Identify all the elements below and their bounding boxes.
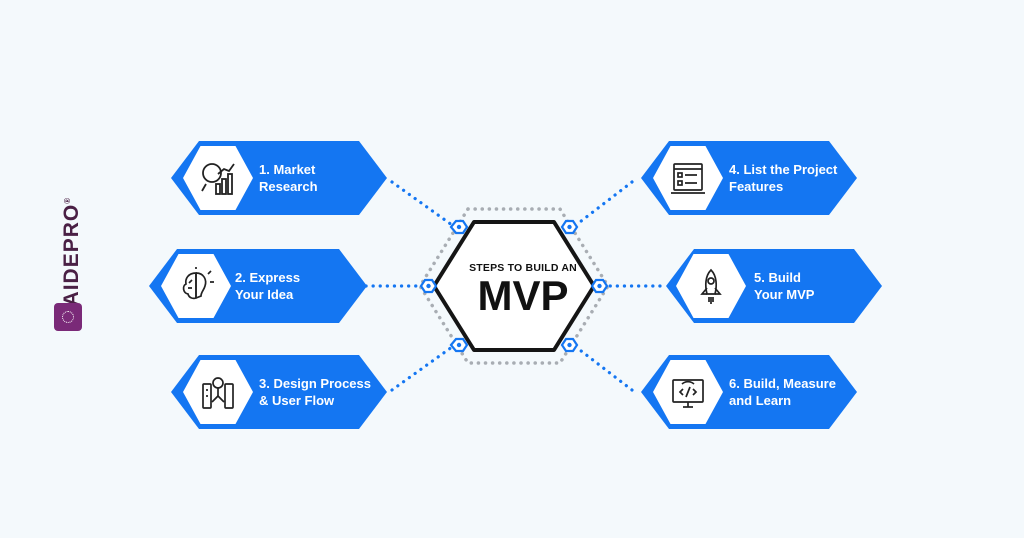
step-4-card: 4. List the Project Features (641, 141, 857, 215)
monitor-code-icon (668, 372, 708, 412)
brand: FAIDEPRO® (52, 185, 84, 335)
step-3-card: 3. Design Process & User Flow (171, 355, 387, 429)
step-3-label: 3. Design Process & User Flow (259, 376, 371, 408)
center-title-main: MVP (477, 272, 569, 319)
step-5-icon-badge (676, 254, 746, 318)
step-6-icon-badge (653, 360, 723, 424)
connector-6 (574, 345, 634, 392)
step-5-label: 5. Build Your MVP (754, 270, 815, 302)
feature-list-icon (668, 158, 708, 198)
step-1-card: 1. Market Research (171, 141, 387, 215)
step-5-card: 5. Build Your MVP (666, 249, 882, 323)
step-1-icon-badge (183, 146, 253, 210)
connector-3 (390, 345, 454, 392)
rocket-icon (691, 266, 731, 306)
step-3-icon-badge (183, 360, 253, 424)
step-2-label: 2. Express Your Idea (235, 270, 301, 302)
step-2-card: 2. Express Your Idea (149, 249, 367, 323)
design-process-icon (198, 372, 238, 412)
connector-1 (390, 180, 454, 227)
step-6-label: 6. Build, Measure and Learn (729, 376, 836, 408)
registered-mark: ® (63, 196, 72, 204)
step-6-card: 6. Build, Measure and Learn (641, 355, 857, 429)
step-1-label: 1. Market Research (259, 162, 318, 194)
connector-4 (574, 180, 634, 227)
idea-brain-icon (176, 266, 216, 306)
step-4-icon-badge (653, 146, 723, 210)
step-4-label: 4. List the Project Features (729, 162, 838, 194)
brand-logo-icon (54, 303, 82, 331)
step-2-icon-badge (161, 254, 231, 318)
market-research-icon (198, 158, 238, 198)
center-title-top: STEPS TO BUILD AN (469, 262, 577, 274)
